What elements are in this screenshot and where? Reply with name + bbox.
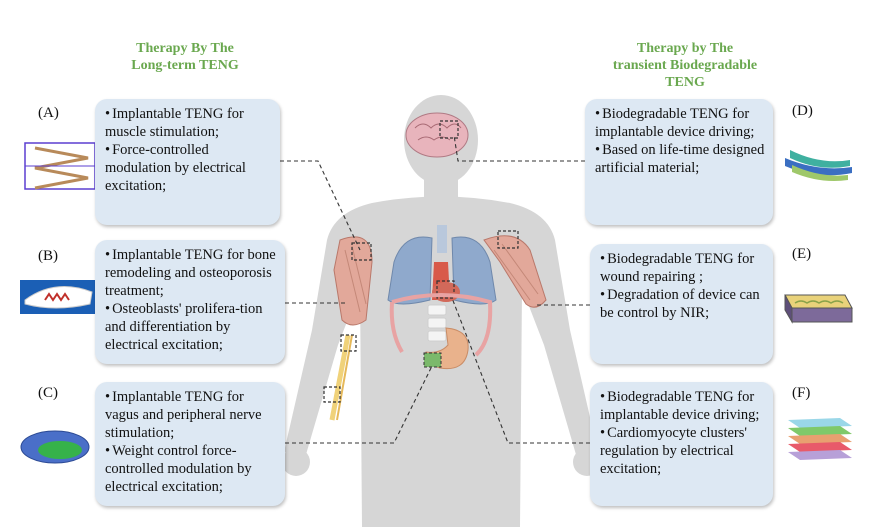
panel-f-label: (F) bbox=[792, 385, 811, 401]
panel-c-label: (C) bbox=[38, 385, 58, 401]
panel-f-box: Biodegradable TENG for implantable devic… bbox=[590, 382, 773, 506]
connector-lines bbox=[280, 134, 590, 444]
device-d-layers-icon bbox=[785, 150, 852, 181]
stomach bbox=[423, 327, 469, 370]
panel-f-item-2: Cardiomyocyte clusters' regulation by el… bbox=[600, 424, 765, 478]
panel-c-item-1: Implantable TENG for vagus and periphera… bbox=[105, 388, 277, 442]
panel-a-item-2: Force-controlled modulation by electrica… bbox=[105, 141, 272, 195]
panel-e-box: Biodegradable TENG for wound repairing ;… bbox=[590, 244, 773, 364]
right-arm-muscle bbox=[483, 230, 547, 308]
panel-a-box: Implantable TENG for muscle stimulation;… bbox=[95, 99, 280, 225]
spine bbox=[427, 304, 447, 342]
right-title-line-1: Therapy by The bbox=[636, 41, 734, 56]
panel-e-item-1: Biodegradable TENG for wound repairing ; bbox=[600, 250, 765, 286]
panel-d-box: Biodegradable TENG for implantable devic… bbox=[585, 99, 773, 225]
panel-d-label: (D) bbox=[792, 103, 813, 119]
right-title-line-2: transient Biodegradable bbox=[612, 58, 758, 73]
device-b-shell-icon bbox=[20, 280, 95, 314]
lungs bbox=[387, 225, 497, 305]
panel-b-box: Implantable TENG for bone remodeling and… bbox=[95, 240, 285, 364]
panel-b-item-2: Osteoblasts' prolifera-tion and differen… bbox=[105, 300, 277, 354]
panel-a-label: (A) bbox=[38, 105, 59, 121]
right-title-line-3: TENG bbox=[665, 75, 705, 90]
right-column-title: Therapy by The transient Biodegradable T… bbox=[585, 40, 785, 91]
panel-c-item-2: Weight control force-controlled modulati… bbox=[105, 442, 277, 496]
left-title-line-1: Therapy By The bbox=[136, 41, 234, 56]
device-a-spring-icon bbox=[24, 142, 96, 190]
panel-b-label: (B) bbox=[38, 248, 58, 264]
brain bbox=[405, 112, 469, 158]
device-f-stack-icon bbox=[788, 418, 852, 460]
device-c-patch-icon bbox=[20, 430, 90, 464]
diaphragm bbox=[391, 293, 493, 357]
panel-d-item-2: Based on life-time designed artificial m… bbox=[595, 141, 765, 177]
panel-f-item-1: Biodegradable TENG for implantable devic… bbox=[600, 388, 765, 424]
panel-a-item-1: Implantable TENG for muscle stimulation; bbox=[105, 105, 272, 141]
device-e-pad-icon bbox=[784, 294, 853, 324]
panel-b-item-1: Implantable TENG for bone remodeling and… bbox=[105, 246, 277, 300]
panel-c-box: Implantable TENG for vagus and periphera… bbox=[95, 382, 285, 506]
panel-e-label: (E) bbox=[792, 246, 812, 262]
panel-d-item-1: Biodegradable TENG for implantable devic… bbox=[595, 105, 765, 141]
panel-e-item-2: Degradation of device can be control by … bbox=[600, 286, 765, 322]
left-column-title: Therapy By The Long-term TENG bbox=[100, 40, 270, 74]
left-title-line-2: Long-term TENG bbox=[131, 58, 239, 73]
